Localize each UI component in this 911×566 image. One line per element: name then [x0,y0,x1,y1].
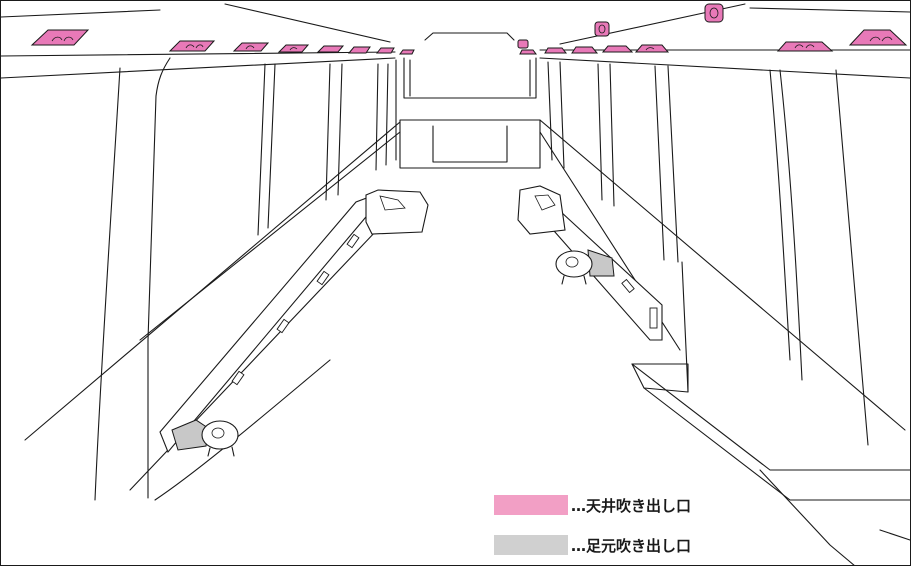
legend-ceiling-outlet: …天井吹き出し口 [494,493,691,517]
left-foot-outlet [171,419,239,457]
ceiling-outlet-right-1 [517,39,537,55]
left-floor-rail [159,189,429,457]
ceiling-outlet-left-3 [232,42,270,52]
right-foot-outlet [555,249,615,285]
right-floor-rail [517,185,663,341]
ceiling-outlet-left-8 [399,49,415,55]
legend-label-ceiling: …天井吹き出し口 [571,496,692,515]
ceiling-outlets [30,3,908,55]
ceiling-outlet-right-6 [776,41,834,52]
ceiling-outlet-right-round-2 [704,3,724,23]
ceiling-outlet-right-7 [848,29,908,46]
ceiling-outlet-right-5 [634,44,670,53]
legend-foot-outlet: …足元吹き出し口 [494,533,691,557]
ceiling-structure [0,3,911,169]
ceiling-outlet-left-4 [277,44,310,53]
ceiling-outlet-right-3 [571,46,599,54]
legend-swatch-ceiling [494,495,568,515]
ceiling-outlet-right-round-1 [594,21,610,37]
ceiling-outlet-right-2 [544,47,568,54]
ceiling-outlet-left-5 [316,45,345,53]
ceiling-outlet-left-7 [375,47,395,54]
ceiling-outlet-right-4 [601,45,634,53]
ceiling-outlet-left-1 [30,29,90,46]
legend-swatch-foot [494,535,568,555]
legend-label-foot: …足元吹き出し口 [571,536,692,555]
ceiling-outlet-left-6 [347,46,371,54]
ceiling-outlet-left-2 [168,40,216,52]
